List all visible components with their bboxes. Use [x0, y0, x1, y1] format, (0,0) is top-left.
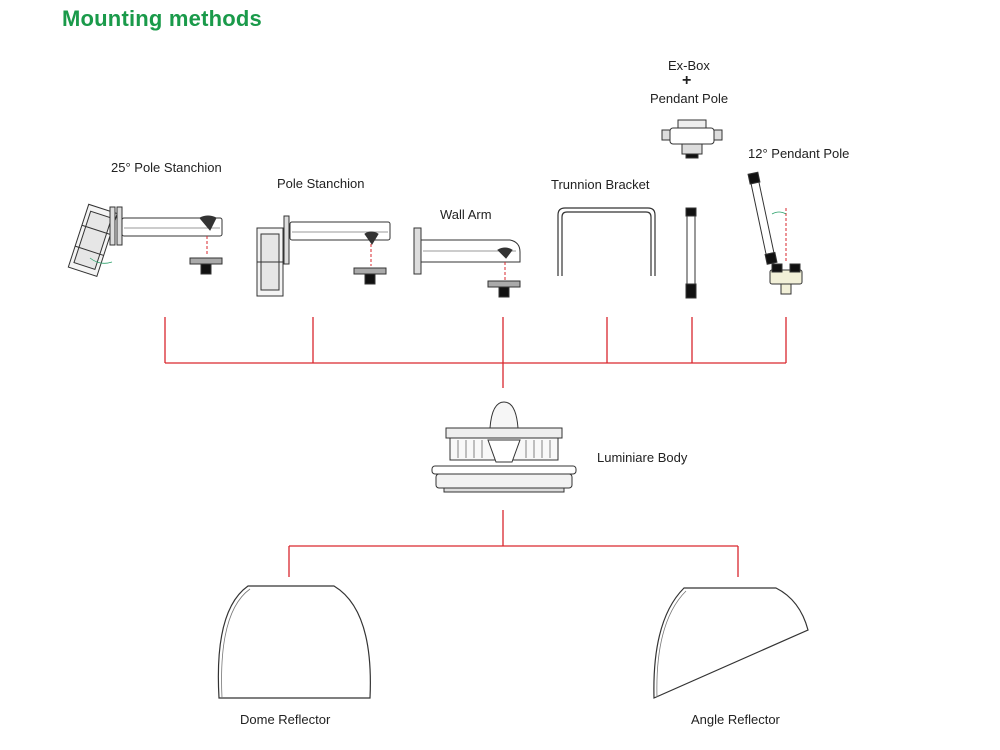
label-dome-reflector: Dome Reflector — [240, 712, 331, 727]
pole-stanchion-25-drawing — [67, 203, 223, 277]
page-title: Mounting methods — [62, 6, 262, 31]
ex-box-drawing — [661, 119, 723, 159]
label-trunnion-bracket: Trunnion Bracket — [551, 177, 650, 192]
dome-reflector-drawing — [217, 585, 371, 699]
label-pole-stanchion: Pole Stanchion — [277, 176, 365, 191]
bottom-connector-tree — [288, 510, 739, 577]
pendant-pole-12-drawing — [747, 171, 803, 295]
pendant-pole-drawing — [685, 207, 697, 299]
label-pendant-pole: Pendant Pole — [650, 91, 729, 106]
label-25-pole-stanchion: 25° Pole Stanchion — [111, 160, 222, 175]
wall-arm-drawing — [413, 227, 521, 298]
angle-reflector-drawing — [653, 587, 809, 699]
top-connector-tree — [164, 317, 787, 388]
trunnion-bracket-drawing — [557, 207, 656, 276]
label-ex-box: Ex-Box — [668, 58, 710, 73]
pole-stanchion-drawing — [256, 215, 391, 297]
label-luminaire-body: Luminiare Body — [597, 450, 688, 465]
label-plus: + — [682, 72, 692, 89]
label-wall-arm: Wall Arm — [440, 207, 492, 222]
label-angle-reflector: Angle Reflector — [691, 712, 780, 727]
luminaire-body-drawing — [431, 401, 577, 493]
label-12-pendant-pole: 12° Pendant Pole — [748, 146, 850, 161]
